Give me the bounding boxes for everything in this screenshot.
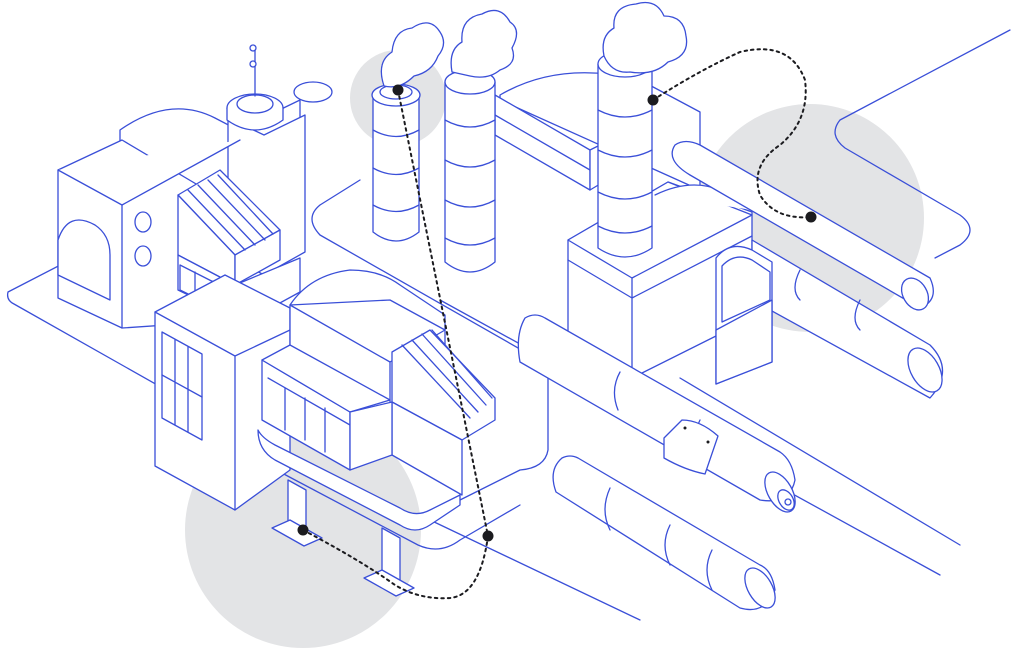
- smoke-cloud-middle: [450, 9, 518, 78]
- bottom-road-line: [429, 519, 641, 621]
- central-pipe: [517, 314, 796, 513]
- smoke-cloud-right: [602, 1, 688, 74]
- right-pipes: [671, 140, 943, 399]
- chimney-middle: [444, 9, 518, 273]
- route-node-chimney: [392, 84, 404, 96]
- right-pipe-deck: [834, 29, 1011, 259]
- left-tall-block: [154, 274, 291, 511]
- route-node-foundation: [297, 524, 309, 536]
- chimney-left: [371, 22, 445, 242]
- small-roof-tank-icon: [293, 81, 333, 103]
- arched-cabinet: [715, 245, 773, 385]
- pipe-hatch-icon: [663, 419, 719, 475]
- route-node-pipe: [805, 211, 817, 223]
- round-window-icon-2: [134, 245, 152, 267]
- smoke-cloud-left: [380, 22, 445, 88]
- route-path-2: [302, 529, 489, 600]
- arched-door-icon: [57, 219, 111, 301]
- route-path-1: [397, 89, 489, 537]
- right-diagonal-rail-2: [679, 377, 961, 546]
- route-node-deck: [482, 530, 494, 542]
- round-window-icon: [134, 211, 152, 233]
- raised-platform: [257, 429, 461, 597]
- bottom-pipe: [552, 455, 776, 611]
- route-node-stack: [647, 94, 659, 106]
- chimney-right: [597, 1, 688, 258]
- front-building: [261, 269, 496, 496]
- center-road-outline: [311, 179, 549, 501]
- dotted-route: [297, 48, 817, 600]
